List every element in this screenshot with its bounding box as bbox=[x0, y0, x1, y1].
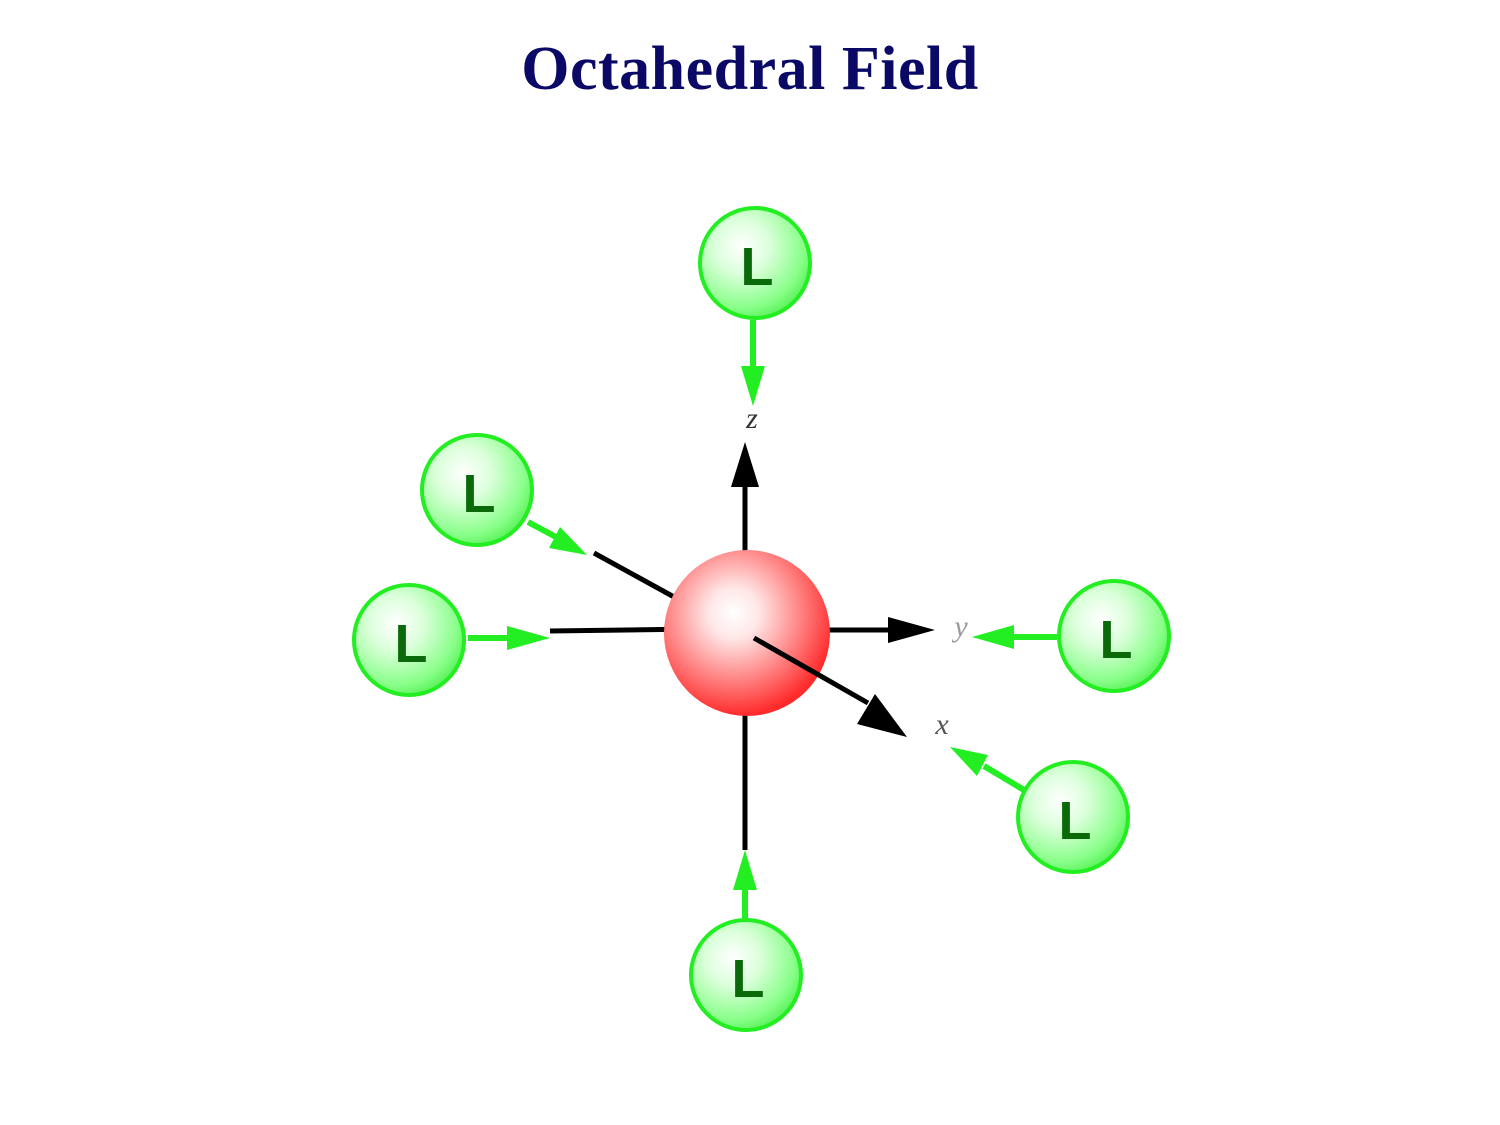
ligand-arrow-upper-left-shaft bbox=[526, 519, 558, 540]
ligand-arrow-lower-right-head bbox=[950, 747, 988, 776]
ligand-sphere bbox=[698, 206, 812, 320]
ligand-arrow-upper-left-head bbox=[549, 527, 587, 555]
ligand-sphere bbox=[1016, 760, 1130, 874]
axis-label-y: y bbox=[951, 610, 968, 643]
ligand-label: L bbox=[463, 464, 496, 524]
ligand-arrow-left-head bbox=[507, 626, 550, 650]
ligand-arrow-top-head bbox=[741, 366, 765, 406]
ligand-sphere bbox=[689, 918, 803, 1032]
z-axis-arrowhead bbox=[731, 442, 759, 487]
ligand-upper-left: L bbox=[420, 433, 534, 547]
ligand-label: L bbox=[732, 949, 765, 1009]
ligand-label: L bbox=[395, 614, 428, 674]
ligand-arrow-lower-right-shaft bbox=[982, 763, 1026, 793]
ligand-arrow-bottom-head bbox=[733, 850, 757, 890]
ligand-sphere bbox=[352, 583, 466, 697]
y-axis-arrowhead bbox=[888, 617, 935, 643]
ligand-label: L bbox=[741, 237, 774, 297]
ligand-right: L bbox=[1057, 579, 1171, 693]
ligand-top: L bbox=[698, 206, 812, 320]
ligand-label: L bbox=[1059, 791, 1092, 851]
x-axis bbox=[752, 635, 907, 737]
metal-ion-sphere bbox=[664, 550, 830, 716]
ligand-sphere bbox=[1057, 579, 1171, 693]
ligand-sphere bbox=[420, 433, 534, 547]
ligand-label: L bbox=[1100, 610, 1133, 670]
ligand-left: L bbox=[352, 583, 466, 697]
x-axis-arrowhead bbox=[857, 694, 907, 737]
ligand-lower-right: L bbox=[1016, 760, 1130, 874]
minus-x-axis-line bbox=[592, 550, 687, 606]
ligand-arrow-right-head bbox=[972, 625, 1014, 649]
slide-title: Octahedral Field bbox=[521, 35, 979, 103]
ligand-bottom: L bbox=[689, 918, 803, 1032]
axis-label-z: z bbox=[745, 402, 758, 435]
axis-label-x: x bbox=[934, 708, 949, 741]
x-axis-line bbox=[752, 635, 870, 706]
ligand-arrows bbox=[468, 320, 1057, 920]
